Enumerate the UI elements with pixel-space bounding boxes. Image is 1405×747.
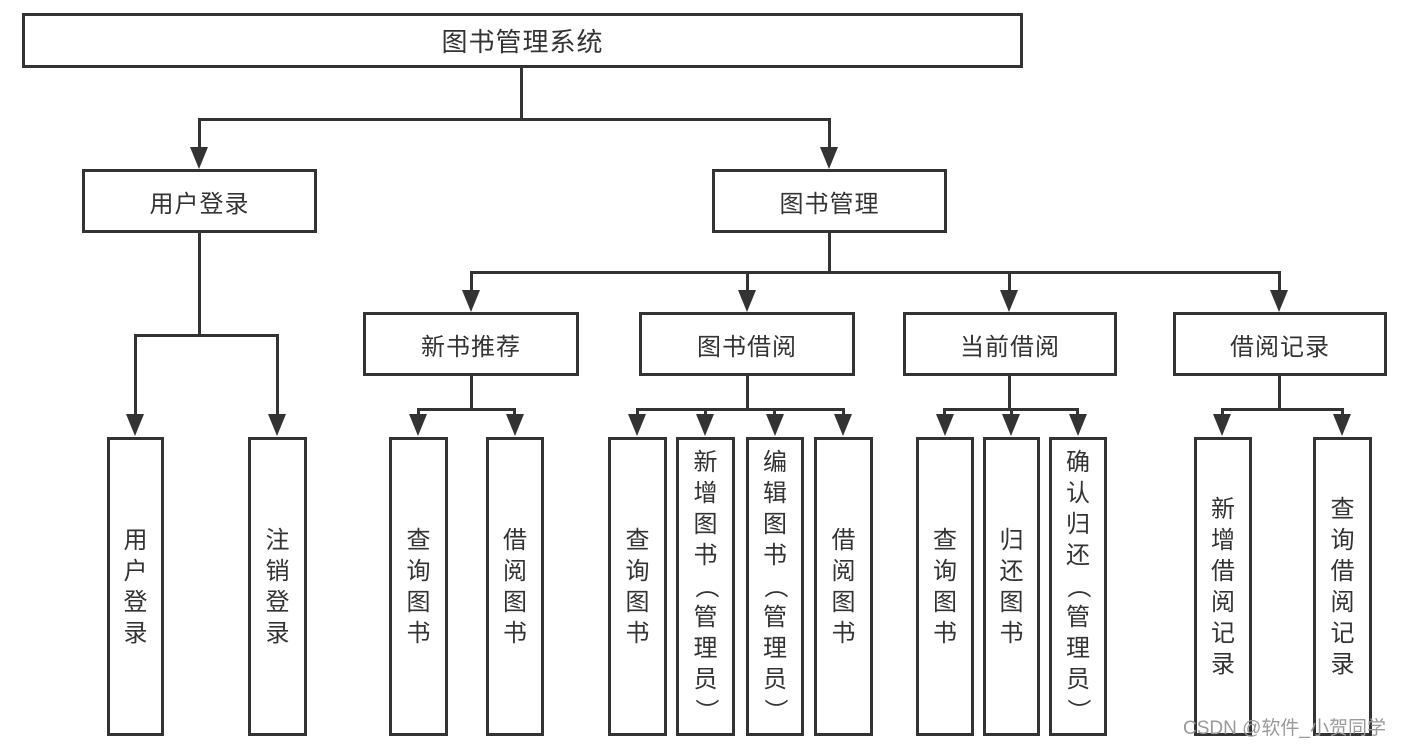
arrow-down-icon: [462, 290, 480, 312]
connector-line: [134, 334, 279, 337]
leaf-query-books: 查询图书: [916, 437, 974, 736]
leaf-query-books: 查询图书: [389, 437, 448, 736]
arrow-down-icon: [628, 414, 646, 436]
node-label: 图书借阅: [697, 333, 797, 361]
leaf-borrow-books: 借阅图书: [486, 437, 544, 736]
book-management-node: 图书管理: [712, 169, 947, 233]
connector-line: [1010, 408, 1013, 416]
connector-line: [746, 271, 749, 292]
connector-line: [746, 376, 749, 408]
node-label: 图书管理: [779, 190, 880, 218]
watermark: CSDN @软件_小贺同学: [1183, 718, 1386, 739]
connector-line: [470, 271, 473, 292]
new-book-recommend-node: 新书推荐: [363, 312, 579, 376]
node-label: 新书推荐: [421, 333, 521, 361]
arrow-down-icon: [190, 147, 208, 169]
connector-line: [1076, 408, 1079, 416]
book-borrow-node: 图书借阅: [639, 312, 855, 376]
node-label: 归还图书: [999, 526, 1024, 647]
arrow-down-icon: [820, 147, 838, 169]
connector-line: [470, 271, 1281, 274]
leaf-borrow-books: 借阅图书: [814, 437, 873, 736]
connector-line: [198, 118, 201, 150]
node-label: 注销登录: [265, 526, 290, 647]
connector-line: [1221, 408, 1344, 411]
leaf-query-borrow-record: 查询借阅记录: [1313, 437, 1372, 736]
node-label: 借阅图书: [831, 526, 856, 647]
arrow-down-icon: [1213, 414, 1231, 436]
connector-line: [198, 233, 201, 334]
node-label: 用户登录: [123, 526, 148, 647]
leaf-add-book-admin: 新增图书（管理员）: [676, 437, 735, 736]
arrow-down-icon: [506, 414, 524, 436]
arrow-down-icon: [1000, 290, 1018, 312]
root-node: 图书管理系统: [22, 13, 1023, 68]
arrow-down-icon: [766, 414, 784, 436]
connector-line: [513, 408, 516, 416]
arrow-down-icon: [738, 290, 756, 312]
connector-line: [417, 408, 516, 411]
connector-line: [943, 408, 946, 416]
borrow-records-node: 借阅记录: [1173, 312, 1387, 376]
arrow-down-icon: [834, 414, 852, 436]
node-label: 借阅记录: [1230, 333, 1330, 361]
connector-line: [1278, 271, 1281, 292]
node-label: 当前借阅: [960, 333, 1060, 361]
connector-line: [773, 408, 776, 416]
leaf-add-borrow-record: 新增借阅记录: [1194, 437, 1252, 736]
arrow-down-icon: [268, 414, 286, 436]
user-login-node: 用户登录: [82, 169, 317, 233]
node-label: 查询借阅记录: [1330, 495, 1355, 678]
node-label: 图书管理系统: [441, 27, 604, 57]
connector-line: [1008, 271, 1011, 292]
leaf-query-books: 查询图书: [608, 437, 667, 736]
connector-line: [828, 233, 831, 271]
connector-line: [636, 408, 845, 411]
node-label: 查询图书: [933, 526, 957, 647]
arrow-down-icon: [1270, 290, 1288, 312]
current-borrow-node: 当前借阅: [903, 312, 1117, 376]
node-label: 借阅图书: [503, 526, 527, 647]
connector-line: [1008, 376, 1011, 408]
node-label: 查询图书: [625, 526, 650, 647]
connector-line: [470, 376, 473, 408]
connector-line: [704, 408, 707, 416]
connector-line: [828, 118, 831, 150]
arrow-down-icon: [126, 414, 144, 436]
leaf-user-login: 用户登录: [107, 437, 164, 736]
node-label: 新增图书（管理员）: [692, 449, 719, 723]
connector-line: [1221, 408, 1224, 416]
arrow-down-icon: [696, 414, 714, 436]
connector-line: [1278, 376, 1281, 408]
connector-line: [842, 408, 845, 416]
node-label: 编辑图书（管理员）: [761, 449, 789, 723]
connector-line: [1341, 408, 1344, 416]
arrow-down-icon: [936, 414, 954, 436]
leaf-return-books: 归还图书: [983, 437, 1040, 736]
arrow-down-icon: [1069, 414, 1087, 436]
arrow-down-icon: [1002, 414, 1020, 436]
node-label: 新增借阅记录: [1211, 495, 1235, 678]
arrow-down-icon: [409, 414, 427, 436]
connector-line: [417, 408, 420, 416]
arrow-down-icon: [1333, 414, 1351, 436]
leaf-logout: 注销登录: [248, 437, 307, 736]
connector-line: [134, 334, 137, 416]
connector-line: [636, 408, 639, 416]
connector-line: [520, 68, 523, 118]
node-label: 确认归还（管理员）: [1064, 449, 1092, 723]
node-label: 用户登录: [149, 190, 250, 218]
connector-line: [198, 118, 831, 121]
connector-line: [276, 334, 279, 416]
leaf-confirm-return-admin: 确认归还（管理员）: [1049, 437, 1107, 736]
leaf-edit-book-admin: 编辑图书（管理员）: [746, 437, 804, 736]
node-label: 查询图书: [406, 526, 431, 647]
